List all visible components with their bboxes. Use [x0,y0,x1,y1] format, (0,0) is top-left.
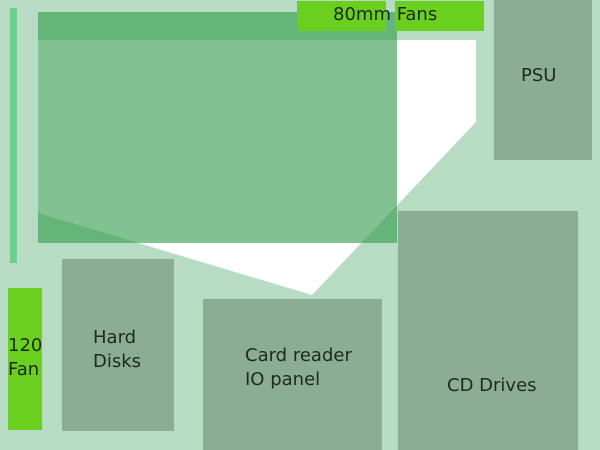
cd-drives-box [398,211,578,450]
fan-120-label-line1: 120 [8,335,43,356]
psu-label: PSU [521,65,557,86]
hard-disks-label: Hard Disks [93,326,141,374]
psu-box [494,0,592,160]
hard-disks-label-line1: Hard [93,327,137,348]
card-reader-label: Card reader IO panel [245,344,352,392]
motherboard-area [38,12,397,243]
fan-80mm-left [297,1,386,31]
fan-120-label: 120 Fan [8,334,42,382]
card-reader-box [203,299,382,450]
cd-drives-label: CD Drives [447,375,537,396]
card-reader-label-line1: Card reader [245,345,352,366]
fan-120-label-line2: Fan [8,359,40,380]
fan-120-box [8,288,42,430]
card-reader-label-line2: IO panel [245,369,321,390]
hard-disks-label-line2: Disks [93,351,142,372]
fans-80mm-label: 80mm Fans [333,4,438,25]
hard-disks-box [62,259,174,431]
left-edge-strip [10,8,17,263]
fan-80mm-right [395,1,484,31]
